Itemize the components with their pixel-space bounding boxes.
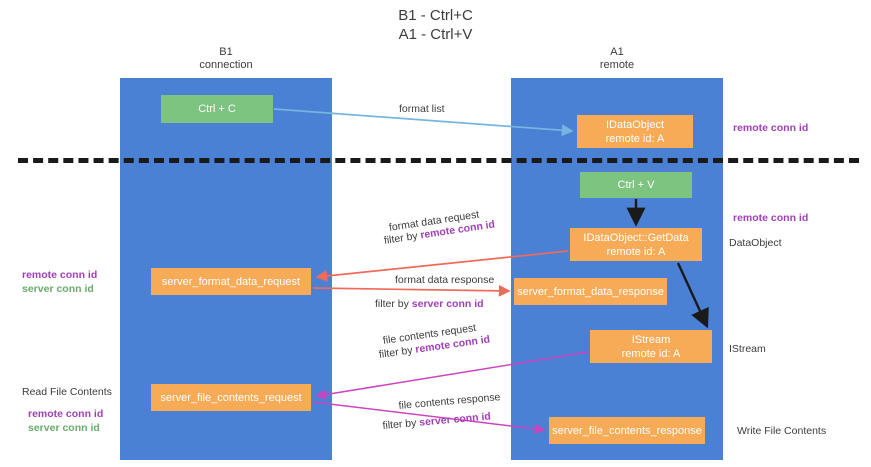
annotation-write-file-contents: Write File Contents (737, 425, 827, 437)
node-server-file-contents-request-label: server_file_contents_request (160, 391, 302, 404)
column-header-b1: B1 connection (156, 46, 296, 72)
title-line-2: A1 - Ctrl+V (398, 26, 473, 43)
edge-label-format-list: format list (399, 103, 445, 115)
node-ctrl-v[interactable]: Ctrl + V (580, 172, 692, 198)
filter-key-server-conn-id: server conn id (418, 410, 492, 429)
edge-format-data-response (312, 284, 511, 297)
node-getdata-line1: IDataObject::GetData (583, 231, 689, 244)
filter-prefix: filter by (382, 416, 420, 432)
node-idataobject-getdata[interactable]: IDataObject::GetData remote id: A (570, 228, 702, 261)
edge-label-format-data-response-filter: filter by server conn id (375, 297, 484, 311)
edge-label-format-data-response: format data response (395, 274, 495, 286)
node-server-format-data-response-label: server_format_data_response (517, 285, 664, 298)
annotation-left-remote-conn-id: remote conn id (22, 269, 98, 281)
column-header-a1: A1 remote (547, 46, 687, 72)
title-line-1: B1 - Ctrl+C (398, 7, 473, 24)
filter-prefix: filter by (375, 298, 412, 310)
node-server-format-data-request-label: server_format_data_request (161, 275, 301, 288)
annotation-left-server-conn-id: server conn id (22, 283, 94, 295)
node-istream[interactable]: IStream remote id: A (590, 330, 712, 363)
edge-label-file-contents-response-filter: filter by server conn id (382, 410, 491, 433)
annotation-read-file-contents: Read File Contents (22, 386, 112, 398)
node-server-format-data-response[interactable]: server_format_data_response (514, 278, 667, 305)
column-header-a1-role: remote (599, 59, 635, 71)
annotation-istream: IStream (729, 343, 766, 355)
phase-divider (18, 158, 859, 163)
page-title: B1 - Ctrl+C A1 - Ctrl+V (0, 6, 871, 44)
filter-key-server-conn-id: server conn id (411, 298, 484, 310)
annotation-remote-conn-id-mid: remote conn id (733, 212, 809, 224)
node-server-format-data-request[interactable]: server_format_data_request (151, 268, 311, 295)
node-server-file-contents-response-label: server_file_contents_response (552, 424, 702, 437)
annotation-left-remote-conn-id-2: remote conn id (28, 408, 104, 420)
node-ctrl-c-label: Ctrl + C (198, 103, 236, 115)
column-header-b1-role: connection (199, 59, 253, 71)
filter-prefix: filter by (378, 343, 417, 361)
node-ctrl-v-label: Ctrl + V (617, 179, 655, 191)
node-istream-line1: IStream (631, 333, 671, 346)
node-getdata-line2: remote id: A (606, 245, 666, 258)
node-server-file-contents-request[interactable]: server_file_contents_request (151, 384, 311, 411)
annotation-dataobject: DataObject (729, 237, 782, 249)
column-header-a1-name: A1 (610, 46, 624, 58)
column-header-b1-name: B1 (219, 46, 233, 58)
filter-prefix: filter by (383, 229, 422, 247)
node-istream-line2: remote id: A (621, 347, 681, 360)
node-idataobject-line1: IDataObject (605, 118, 665, 131)
node-ctrl-c[interactable]: Ctrl + C (161, 95, 273, 123)
node-idataobject[interactable]: IDataObject remote id: A (577, 115, 693, 148)
annotation-left-server-conn-id-2: server conn id (28, 422, 100, 434)
node-server-file-contents-response[interactable]: server_file_contents_response (549, 417, 705, 444)
node-idataobject-line2: remote id: A (605, 132, 665, 145)
annotation-left-read-file-contents-block: Read File Contents remote conn id server… (22, 385, 112, 435)
annotation-left-conn-ids: remote conn id server conn id (22, 268, 97, 296)
annotation-remote-conn-id-top: remote conn id (733, 122, 809, 134)
